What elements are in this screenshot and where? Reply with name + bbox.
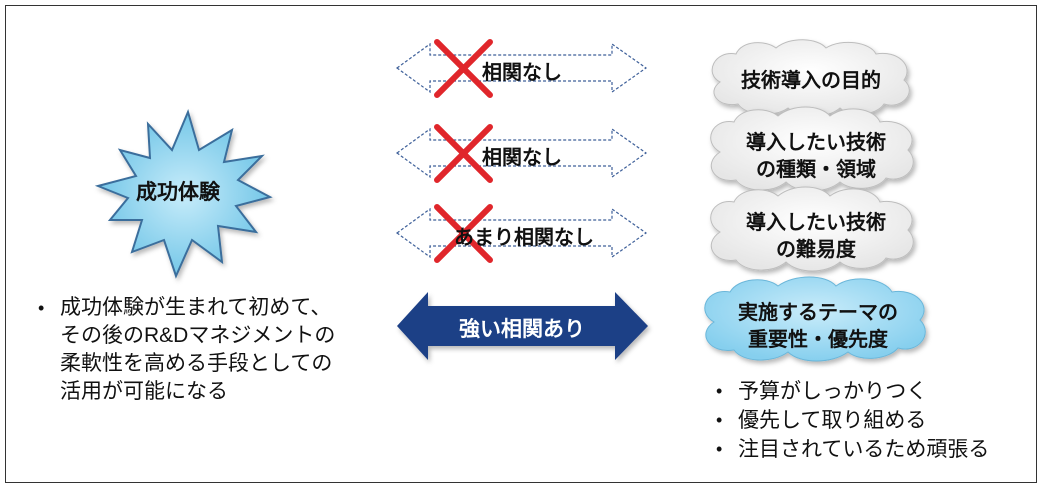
arrow-label-1: 相関なし <box>482 62 562 84</box>
right-bullet-text-3: 注目されているため頑張る <box>738 438 990 461</box>
cloud-2 <box>710 106 914 192</box>
arrow-label-4: 強い相関あり <box>459 318 585 341</box>
left-bullet-line-4: 活用が可能になる <box>60 380 228 403</box>
left-bullet-line-3: 柔軟性を高める手段としての <box>60 352 333 375</box>
cloud-label-1: 技術導入の目的 <box>741 70 881 92</box>
arrow-no-correlation-1 <box>395 39 648 98</box>
list-item: • 注目されているため頑張る <box>714 435 989 464</box>
cloud-label-2-line-2: の種類・領域 <box>756 159 876 181</box>
arrow-label-3: あまり相関なし <box>454 227 594 249</box>
arrow-no-correlation-2 <box>395 124 648 183</box>
cloud-label-2-line-1: 導入したい技術 <box>746 132 886 154</box>
left-bullet-line-1: 成功体験が生まれて初めて、 <box>60 296 332 319</box>
cloud-3 <box>710 186 914 272</box>
arrow-label-2: 相関なし <box>482 147 562 169</box>
diagram-frame <box>5 5 1037 483</box>
cloud-label-4-line-1: 実施するテーマの <box>738 302 898 324</box>
bullet-dot: • <box>716 410 723 430</box>
list-item: • 優先して取り組める <box>714 406 989 435</box>
bullet-dot: • <box>38 298 45 318</box>
bullet-dot: • <box>716 439 723 459</box>
cloud-label-3-line-1: 導入したい技術 <box>746 212 886 234</box>
arrow-strong-correlation <box>397 292 648 360</box>
bullet-dot: • <box>716 381 723 401</box>
right-bullet-list: • 予算がしっかりつく • 優先して取り組める • 注目されているため頑張る <box>714 377 989 464</box>
list-item: • 予算がしっかりつく <box>714 377 989 406</box>
right-bullet-text-1: 予算がしっかりつく <box>738 380 928 403</box>
right-bullet-text-2: 優先して取り組める <box>738 409 927 432</box>
left-bullet-block: • 成功体験が生まれて初めて、 その後のR&Dマネジメントの 柔軟性を高める手段… <box>38 294 378 406</box>
left-bullet-line-2: その後のR&Dマネジメントの <box>60 324 336 347</box>
arrow-weak-correlation <box>395 204 648 263</box>
starburst-shape <box>94 109 273 279</box>
cloud-label-3-line-2: の難易度 <box>776 239 856 261</box>
starburst-label: 成功体験 <box>136 181 220 204</box>
cloud-label-4-line-2: 重要性・優先度 <box>748 329 888 351</box>
cloud-4-highlight <box>704 276 926 362</box>
